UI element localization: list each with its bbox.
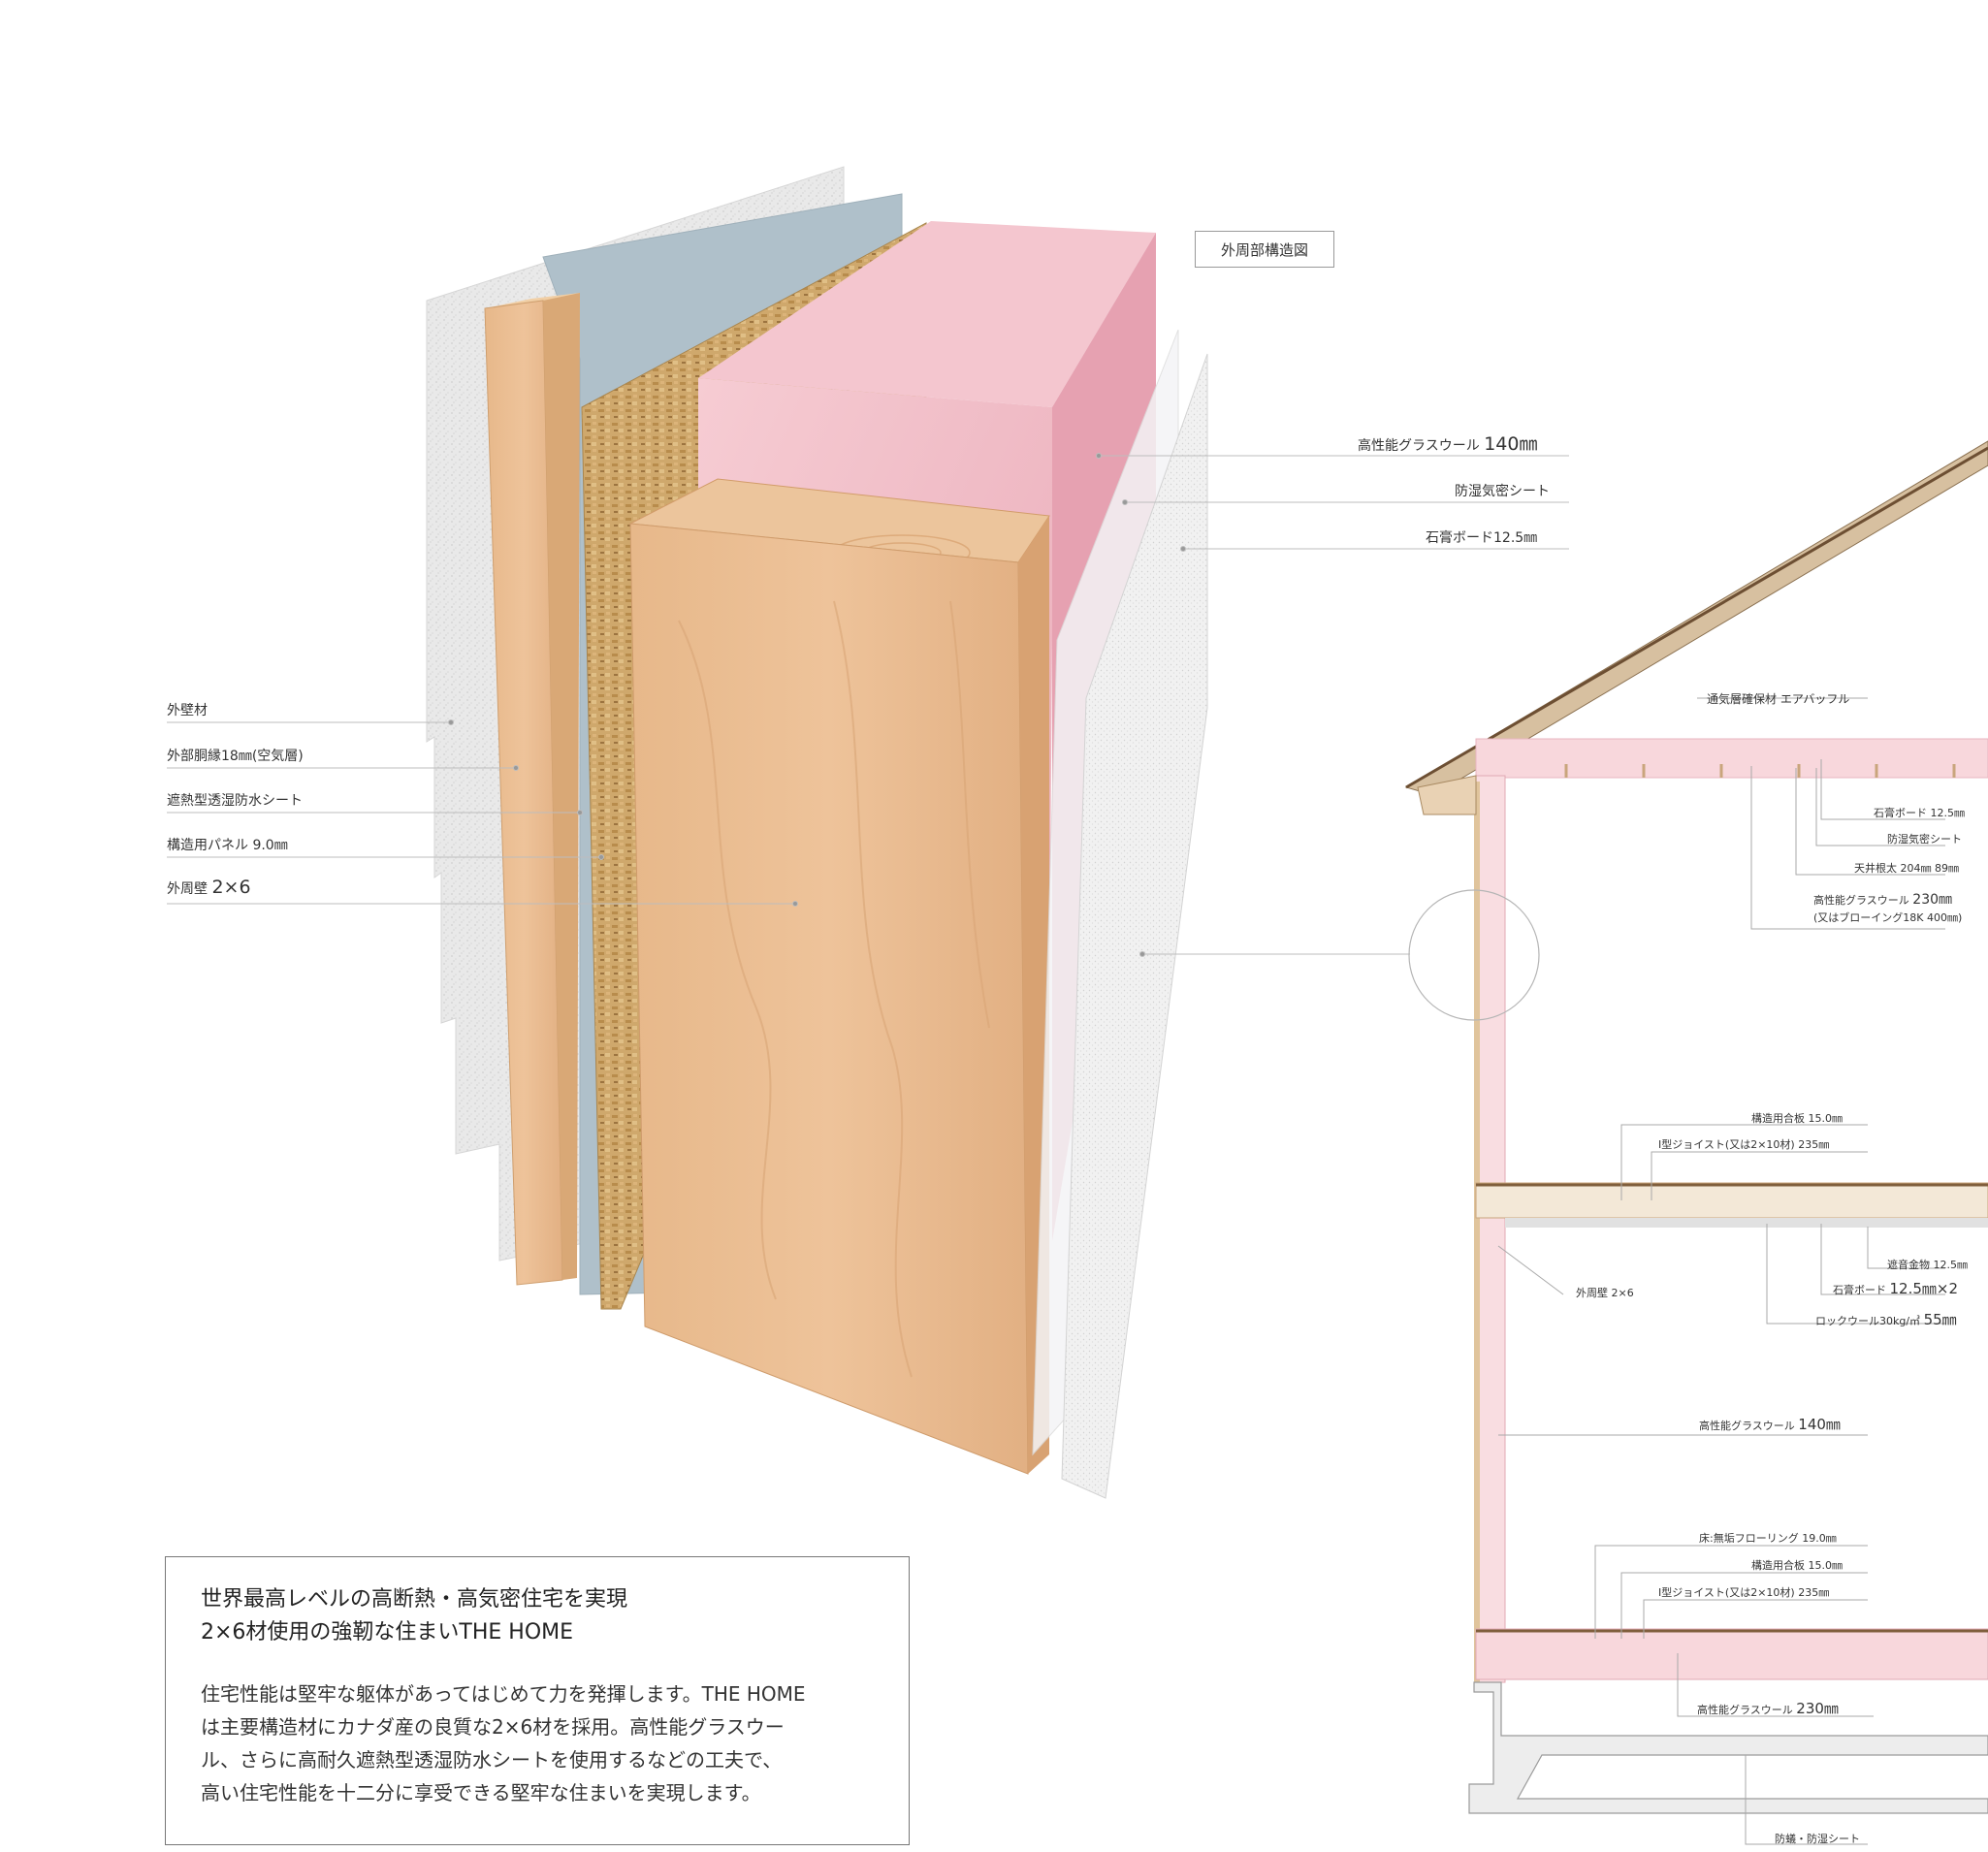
- furring-strip-side: [543, 293, 580, 1280]
- roof-edge: [1405, 446, 1988, 789]
- label-ceiling-gypsum: 石膏ボード 12.5㎜: [1874, 807, 1965, 819]
- label-floor1-plywood: 構造用合板 15.0㎜: [1751, 1559, 1843, 1572]
- section-sheathing: [1474, 782, 1480, 1682]
- eave: [1417, 775, 1477, 815]
- label-wall-glass-wool: 高性能グラスウール 140㎜: [1699, 1414, 1841, 1434]
- info-body-line3: ル、さらに高耐久遮熱型透湿防水シートを使用するなどの工夫で、: [201, 1748, 783, 1772]
- label-stud-prefix: 外周壁: [167, 881, 208, 897]
- label-double-gypsum-size: 12.5㎜×2: [1889, 1280, 1959, 1297]
- label-ventilation-baffle: 通気層確保材 エアバッフル: [1707, 692, 1850, 706]
- label-rock-wool-prefix: ロックウール30kg/㎥: [1815, 1315, 1921, 1327]
- label-anti-termite: 防蟻・防湿シート: [1775, 1833, 1860, 1845]
- label-floor1-flooring: 床:無垢フローリング 19.0㎜: [1699, 1532, 1837, 1545]
- label-furring: 外部胴縁18㎜(空気層): [167, 749, 304, 764]
- label-floor2-ijoist: I型ジョイスト(又は2×10材) 235㎜: [1658, 1138, 1830, 1151]
- label-structural-panel: 構造用パネル 9.0㎜: [167, 838, 288, 853]
- ceiling-joist-ticks: [1564, 764, 1956, 778]
- info-heading-line2: 2×6材使用の強靭な住まいTHE HOME: [201, 1620, 574, 1644]
- second-floor-structure: [1475, 1182, 1988, 1219]
- detail-circle: [1408, 889, 1540, 1021]
- label-wall-glass-wool-size: 140㎜: [1798, 1416, 1841, 1433]
- info-body-line2: は主要構造材にカナダ産の良質な2×6材を採用。高性能グラスウー: [201, 1715, 785, 1739]
- label-ceiling-glass-wool-size: 230㎜: [1912, 892, 1953, 908]
- foundation: [1468, 1681, 1988, 1814]
- label-vapor-barrier: 防湿気密シート: [1455, 484, 1550, 499]
- label-gypsum-board: 石膏ボード12.5㎜: [1426, 530, 1538, 546]
- label-ceiling-vapor: 防湿気密シート: [1887, 833, 1962, 846]
- label-floor-glass-wool-prefix: 高性能グラスウール: [1697, 1704, 1793, 1716]
- info-heading-line1: 世界最高レベルの高断熱・高気密住宅を実現: [201, 1587, 628, 1612]
- label-rock-wool: ロックウール30kg/㎥ 55㎜: [1815, 1309, 1957, 1329]
- second-floor-ceiling: [1505, 1218, 1988, 1228]
- diagram-title: 外周部構造図: [1195, 231, 1334, 268]
- label-double-gypsum: 石膏ボード 12.5㎜×2: [1833, 1278, 1958, 1298]
- label-floor2-plywood: 構造用合板 15.0㎜: [1751, 1112, 1843, 1125]
- label-exterior-wall-material: 外壁材: [167, 703, 208, 718]
- label-stud-size: 2×6: [211, 877, 251, 898]
- label-stud: 外周壁 2×6: [167, 877, 251, 898]
- label-glass-wool-size: 140㎜: [1484, 433, 1538, 455]
- label-waterproof-sheet: 遮熱型透湿防水シート: [167, 793, 303, 809]
- info-body-line4: 高い住宅性能を十二分に享受できる堅牢な住まいを実現します。: [201, 1781, 761, 1804]
- glass-wool-top: [698, 221, 1156, 407]
- label-rock-wool-size: 55㎜: [1923, 1311, 1957, 1328]
- info-heading: 世界最高レベルの高断熱・高気密住宅を実現 2×6材使用の強靭な住まいTHE HO…: [201, 1583, 880, 1649]
- label-wall-glass-wool-prefix: 高性能グラスウール: [1699, 1420, 1795, 1432]
- label-ceiling-joist: 天井根太 204㎜ 89㎜: [1854, 862, 1959, 875]
- info-box: 世界最高レベルの高断熱・高気密住宅を実現 2×6材使用の強靭な住まいTHE HO…: [165, 1556, 910, 1845]
- label-outer-wall: 外周壁 2×6: [1576, 1287, 1634, 1299]
- label-sound-hanger: 遮音金物 12.5㎜: [1887, 1259, 1968, 1271]
- label-floor-glass-wool-size: 230㎜: [1796, 1700, 1839, 1717]
- gypsum-board: [1061, 353, 1208, 1499]
- info-body: 住宅性能は堅牢な躯体があってはじめて力を発揮します。THE HOME は主要構造…: [201, 1677, 899, 1809]
- label-ceiling-glass-wool-alt: (又はブローイング18K 400㎜): [1813, 911, 1963, 924]
- label-ceiling-glass-wool: 高性能グラスウール 230㎜: [1813, 889, 1952, 909]
- label-glass-wool: 高性能グラスウール 140㎜: [1358, 430, 1537, 456]
- label-double-gypsum-prefix: 石膏ボード: [1833, 1284, 1886, 1296]
- section-outer-wall: [1475, 775, 1506, 1683]
- label-glass-wool-prefix: 高性能グラスウール: [1358, 438, 1480, 454]
- label-floor1-ijoist: I型ジョイスト(又は2×10材) 235㎜: [1658, 1586, 1830, 1599]
- first-floor-insulation: [1475, 1628, 1988, 1680]
- ceiling-insulation: [1475, 738, 1988, 779]
- info-body-line1: 住宅性能は堅牢な躯体があってはじめて力を発揮します。THE HOME: [201, 1682, 806, 1706]
- label-floor-glass-wool: 高性能グラスウール 230㎜: [1697, 1698, 1839, 1718]
- wood-grain: [678, 600, 990, 1378]
- label-ceiling-glass-wool-prefix: 高性能グラスウール: [1813, 894, 1909, 907]
